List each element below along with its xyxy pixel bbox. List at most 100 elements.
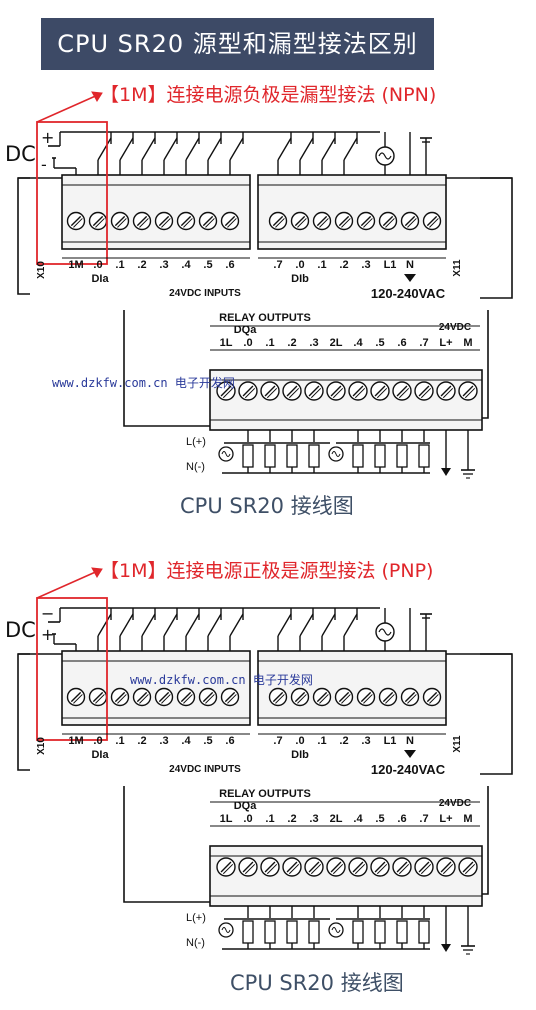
load-resistor <box>264 920 276 944</box>
dqa-label: DQa <box>234 800 258 812</box>
dc-label: DC <box>5 142 36 166</box>
switch-contact <box>277 613 292 637</box>
output-screw-slot2 <box>442 863 454 875</box>
load-resistor <box>352 444 364 468</box>
output-label: .6 <box>397 813 406 825</box>
output-label: .4 <box>353 813 363 825</box>
switch-contact <box>229 137 244 161</box>
annotation-pnp: 【1M】连接电源正极是源型接法 (PNP) <box>100 560 434 582</box>
input-screw-slot2 <box>385 218 395 228</box>
l-plus-label: L(+) <box>186 436 206 448</box>
output-label: .2 <box>287 337 296 349</box>
input-label: .0 <box>93 259 102 271</box>
load-resistor <box>352 920 364 944</box>
input-screw-slot2 <box>341 694 351 704</box>
input-screw-slot2 <box>95 218 105 228</box>
input-screw-slot <box>224 215 236 227</box>
input-screw-slot <box>294 215 306 227</box>
highlight-1m-box <box>36 121 108 265</box>
watermark: www.dzkfw.com.cn 电子开发网 <box>52 376 235 390</box>
x11-label: X11 <box>452 259 463 277</box>
input-screw-slot <box>92 691 104 703</box>
output-screw-slot2 <box>288 863 300 875</box>
output-screw-slot <box>308 861 320 873</box>
output-housing-left <box>123 786 210 903</box>
l-plus-label: L(+) <box>186 912 206 924</box>
output-label: .0 <box>243 813 252 825</box>
load-resistor <box>286 444 298 468</box>
input-screw-slot <box>316 215 328 227</box>
output-screw-slot2 <box>442 387 454 399</box>
housing-right-edge <box>480 177 513 299</box>
input-screw-slot <box>180 215 192 227</box>
input-screw-slot2 <box>275 218 285 228</box>
load-resistor <box>374 920 386 944</box>
earth-icon <box>404 274 416 282</box>
lplus-arrow-icon <box>441 468 451 476</box>
output-screw-slot <box>220 385 232 397</box>
output-screw-slot2 <box>376 863 388 875</box>
input-screw-slot2 <box>227 218 237 228</box>
input-screw-slot2 <box>73 694 83 704</box>
input-screw-slot2 <box>205 694 215 704</box>
load-wave-icon <box>221 927 231 933</box>
dc-label: DC <box>5 618 36 642</box>
load-resistor <box>396 920 408 944</box>
input-screw-slot2 <box>297 694 307 704</box>
output-screw-slot <box>286 385 298 397</box>
polarity-top: − <box>41 604 55 623</box>
switch-contact <box>141 613 156 637</box>
n-minus-label: N(-) <box>186 461 205 473</box>
earth-icon <box>404 750 416 758</box>
input-screw-slot <box>92 215 104 227</box>
input-label: .4 <box>181 735 191 747</box>
switch-contact <box>119 137 134 161</box>
input-screw-slot2 <box>429 694 439 704</box>
switch-contact <box>299 137 314 161</box>
input-label: .4 <box>181 259 191 271</box>
input-screw-slot <box>426 215 438 227</box>
vdc-out-label: 24VDC <box>439 322 471 333</box>
input-screw-slot <box>272 215 284 227</box>
output-label: M <box>463 337 472 349</box>
input-label: .5 <box>203 735 212 747</box>
ac-wave-icon <box>378 628 392 636</box>
input-label: .3 <box>159 735 168 747</box>
terminal-block-dia <box>61 650 251 726</box>
switch-contact <box>343 613 358 637</box>
input-label: .3 <box>159 259 168 271</box>
output-screw-slot2 <box>310 863 322 875</box>
output-screw-slot <box>242 861 254 873</box>
input-screw-slot <box>338 215 350 227</box>
input-screw-slot2 <box>319 694 329 704</box>
terminal-block-dib <box>257 174 447 250</box>
n-label: N <box>406 259 414 271</box>
annotation-arrowhead <box>91 567 103 578</box>
input-label: .2 <box>339 259 348 271</box>
output-screw-slot <box>440 861 452 873</box>
input-label: .7 <box>273 735 282 747</box>
input-screw-slot2 <box>205 218 215 228</box>
output-screw-slot <box>352 861 364 873</box>
caption-sr20-1: CPU SR20 接线图 <box>180 494 354 518</box>
output-label: 2L <box>330 337 343 349</box>
input-screw-slot2 <box>407 218 417 228</box>
output-label: M <box>463 813 472 825</box>
output-label: .3 <box>309 813 318 825</box>
relay-caption: RELAY OUTPUTS <box>219 312 311 324</box>
output-label: .2 <box>287 813 296 825</box>
output-screw-slot2 <box>354 387 366 399</box>
input-screw-slot2 <box>227 694 237 704</box>
annotation-arrow <box>36 93 101 123</box>
highlight-1m-box <box>36 597 108 741</box>
output-screw-slot2 <box>288 387 300 399</box>
output-screw-slot2 <box>266 863 278 875</box>
input-label: .1 <box>115 735 124 747</box>
input-screw-slot <box>180 691 192 703</box>
input-label: .6 <box>225 259 234 271</box>
output-screw-slot <box>418 385 430 397</box>
input-label: .3 <box>361 259 370 271</box>
load-resistor <box>396 444 408 468</box>
output-label: 1L <box>220 337 233 349</box>
output-label: .7 <box>419 337 428 349</box>
